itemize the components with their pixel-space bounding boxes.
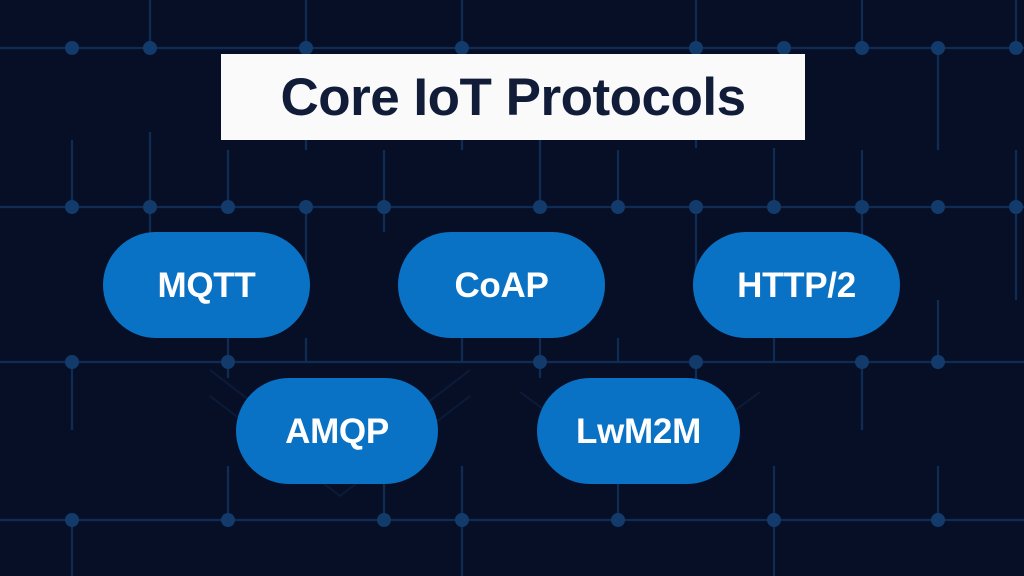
protocol-pill-label: HTTP/2	[737, 265, 856, 305]
page-title: Core IoT Protocols	[280, 67, 746, 127]
protocol-pill-lwm2m[interactable]: LwM2M	[537, 378, 740, 484]
protocol-pill-http2[interactable]: HTTP/2	[693, 232, 900, 338]
protocol-pill-amqp[interactable]: AMQP	[236, 378, 438, 484]
protocol-pill-coap[interactable]: CoAP	[398, 232, 605, 338]
protocol-pill-mqtt[interactable]: MQTT	[103, 232, 310, 338]
protocol-pill-label: LwM2M	[576, 411, 701, 451]
title-banner: Core IoT Protocols	[221, 54, 805, 140]
protocol-pill-label: AMQP	[285, 411, 389, 451]
protocol-pill-label: CoAP	[454, 265, 549, 305]
protocol-pill-label: MQTT	[157, 265, 256, 305]
